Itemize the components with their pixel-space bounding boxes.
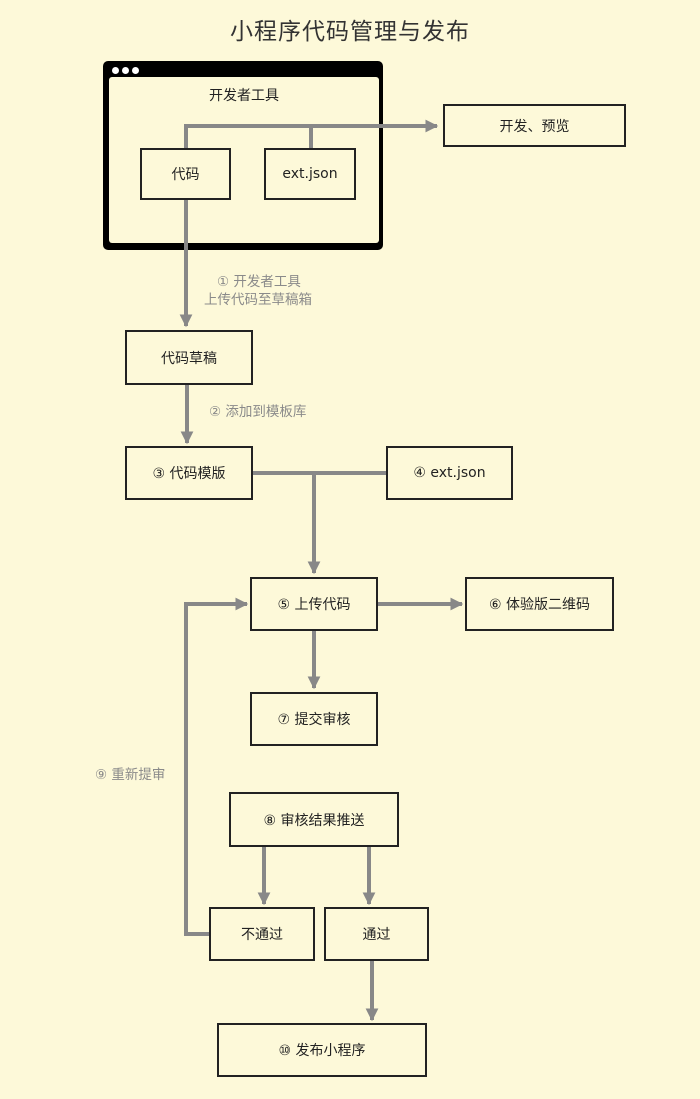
upload-code-box: ⑤ 上传代码 bbox=[250, 577, 378, 631]
review-push-box: ⑧ 审核结果推送 bbox=[229, 792, 399, 847]
code-draft-box: 代码草稿 bbox=[125, 330, 253, 385]
ext-json-box: ext.json bbox=[264, 148, 356, 200]
window-dot-icon bbox=[112, 67, 119, 74]
dev-preview-box: 开发、预览 bbox=[443, 104, 626, 147]
trial-qr-box: ⑥ 体验版二维码 bbox=[465, 577, 614, 631]
arrow-resubmit bbox=[184, 597, 249, 936]
submit-review-box: ⑦ 提交审核 bbox=[250, 692, 378, 746]
arrow-to-dev-preview bbox=[184, 119, 439, 148]
code-box: 代码 bbox=[140, 148, 231, 200]
rejected-box: 不通过 bbox=[209, 907, 315, 961]
devtools-window-title: 开发者工具 bbox=[209, 88, 279, 104]
step1-label-line2: 上传代码至草稿箱 bbox=[204, 292, 312, 308]
page-title: 小程序代码管理与发布 bbox=[230, 19, 470, 45]
approved-box: 通过 bbox=[324, 907, 429, 961]
step9-label: ⑨ 重新提审 bbox=[95, 767, 166, 783]
window-dot-icon bbox=[122, 67, 129, 74]
step2-label: ② 添加到模板库 bbox=[209, 404, 307, 420]
publish-box: ⑩ 发布小程序 bbox=[217, 1023, 427, 1077]
window-dot-icon bbox=[132, 67, 139, 74]
step1-label-line1: ① 开发者工具 bbox=[217, 274, 301, 290]
ext-json-4-box: ④ ext.json bbox=[386, 446, 513, 500]
code-template-box: ③ 代码模版 bbox=[125, 446, 253, 500]
